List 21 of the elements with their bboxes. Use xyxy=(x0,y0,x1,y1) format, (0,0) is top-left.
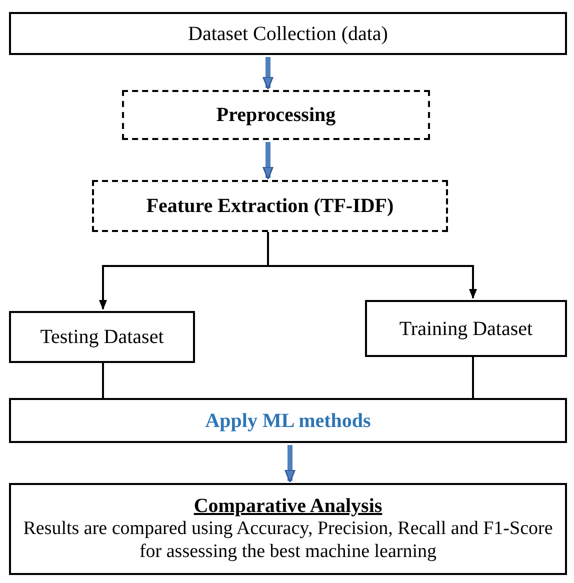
arrow xyxy=(262,57,274,90)
arrow xyxy=(267,232,477,299)
process-box xyxy=(9,311,195,363)
box-text: Preprocessing xyxy=(216,103,336,127)
box-heading: Comparative Analysis xyxy=(194,494,382,518)
box-text: Apply ML methods xyxy=(205,408,371,432)
process-box xyxy=(122,90,430,140)
process-box xyxy=(9,483,567,575)
connector-line xyxy=(472,357,474,398)
arrow xyxy=(284,445,296,483)
box-text: Dataset Collection (data) xyxy=(188,22,388,46)
box-text: Training Dataset xyxy=(399,316,533,340)
process-box xyxy=(9,398,567,443)
process-box xyxy=(9,12,567,55)
connector-line xyxy=(102,363,104,398)
process-box xyxy=(365,300,567,357)
arrow xyxy=(262,142,274,180)
process-box xyxy=(92,180,448,232)
box-text: Results are compared using Accuracy, Precision, Recall and F1-Score for assessing the best machine learning xyxy=(22,518,554,564)
box-text: Feature Extraction (TF-IDF) xyxy=(146,194,394,218)
box-text: Testing Dataset xyxy=(40,325,164,349)
